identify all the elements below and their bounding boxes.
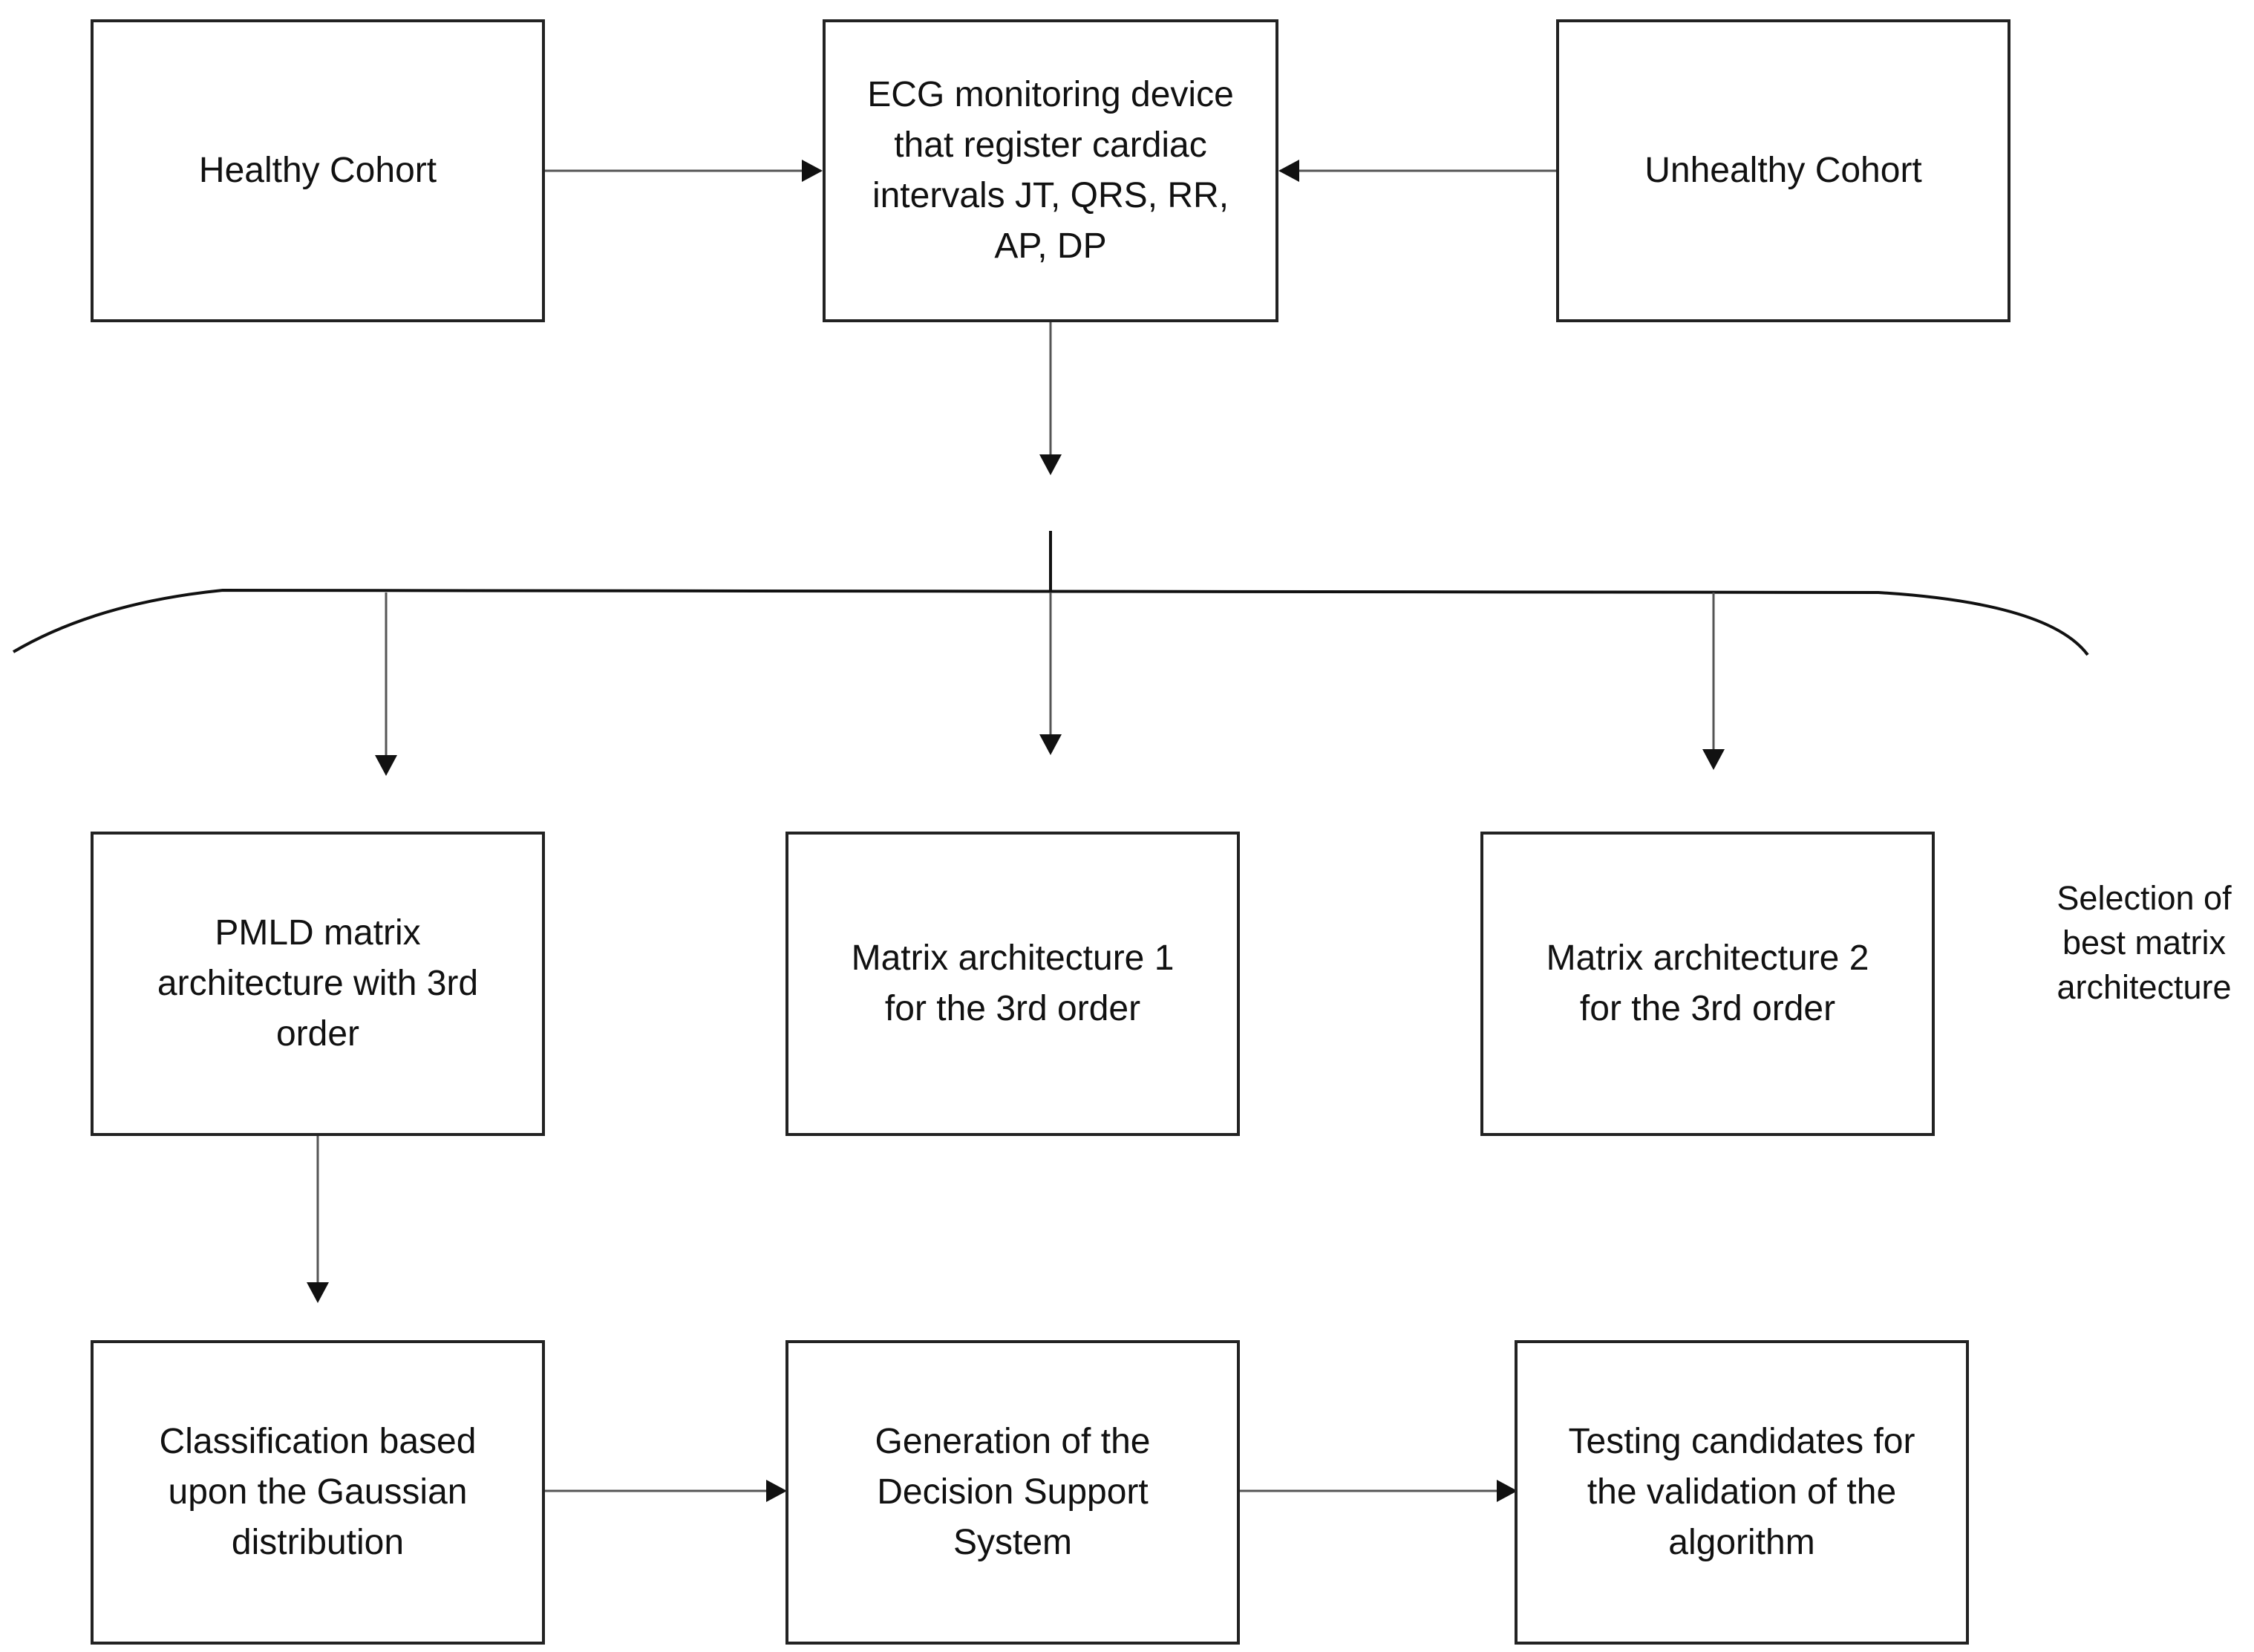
arrowhead-brace-to-matrix-2 (1702, 749, 1725, 770)
arrowhead-classification-to-decision (766, 1480, 787, 1502)
unhealthy-cohort-box: Unhealthy Cohort (1556, 19, 2010, 322)
arrowhead-healthy-to-ecg (802, 160, 823, 182)
matrix-architecture-1-label: Matrix architecture 1 for the 3rd order (851, 938, 1175, 1028)
selection-brace (12, 588, 2089, 656)
classification-label: Classification based upon the Gaussian d… (159, 1422, 477, 1562)
arrowhead-ecg-down (1039, 454, 1062, 475)
decision-support-label: Generation of the Decision Support Syste… (875, 1422, 1151, 1562)
ecg-device-box: ECG monitoring device that register card… (823, 19, 1278, 322)
testing-candidates-label: Testing candidates for the validation of… (1568, 1422, 1915, 1562)
arrowhead-brace-to-pmld (375, 755, 397, 776)
healthy-cohort-box: Healthy Cohort (91, 19, 545, 322)
testing-candidates-box: Testing candidates for the validation of… (1515, 1340, 1969, 1645)
arrowhead-pmld-to-classification (307, 1282, 329, 1303)
arrowhead-brace-to-matrix-1 (1039, 734, 1062, 755)
brace-label: Selection of best matrix architecture (2057, 879, 2232, 1006)
healthy-cohort-label: Healthy Cohort (198, 151, 437, 190)
ecg-device-label: ECG monitoring device that register card… (867, 75, 1234, 266)
pmld-matrix-box: PMLD matrix architecture with 3rd order (91, 832, 545, 1136)
matrix-architecture-2-label: Matrix architecture 2 for the 3rd order (1546, 938, 1869, 1028)
unhealthy-cohort-label: Unhealthy Cohort (1644, 151, 1922, 190)
arrowhead-unhealthy-to-ecg (1278, 160, 1299, 182)
arrowhead-decision-to-testing (1497, 1480, 1518, 1502)
matrix-architecture-1-box: Matrix architecture 1 for the 3rd order (785, 832, 1240, 1136)
matrix-architecture-2-box: Matrix architecture 2 for the 3rd order (1480, 832, 1935, 1136)
decision-support-box: Generation of the Decision Support Syste… (785, 1340, 1240, 1645)
classification-box: Classification based upon the Gaussian d… (91, 1340, 545, 1645)
pmld-matrix-label: PMLD matrix architecture with 3rd order (157, 913, 479, 1054)
